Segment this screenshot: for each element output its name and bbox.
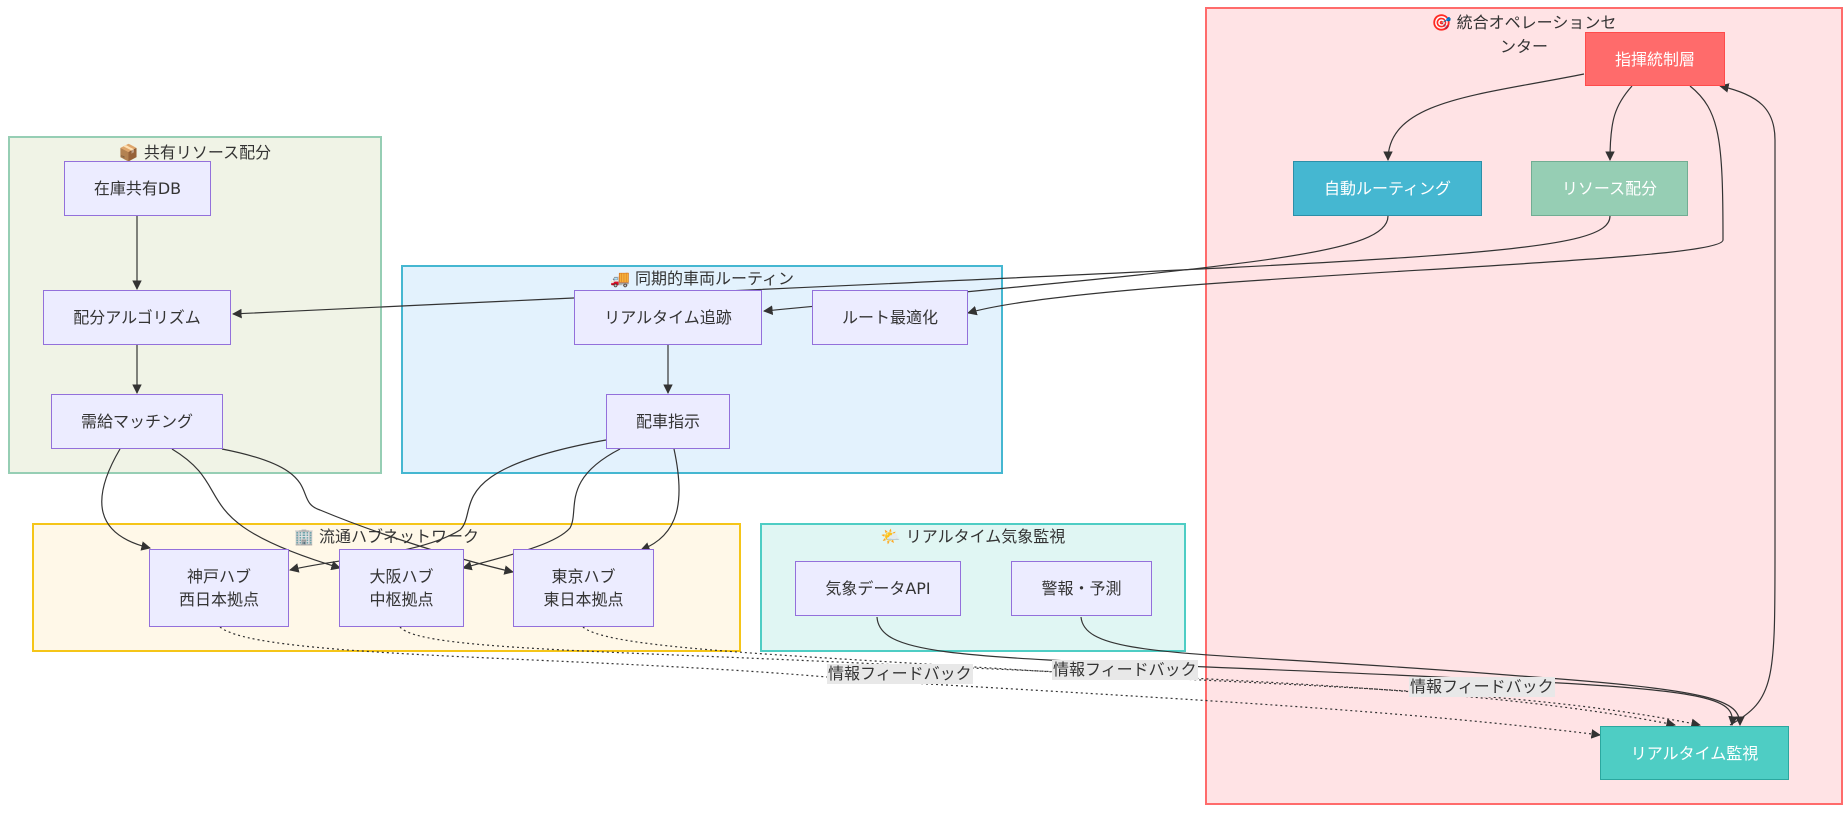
- cluster-title-line2: ンター: [1499, 37, 1548, 56]
- node-command-layer[interactable]: 指揮統制層: [1585, 32, 1725, 86]
- node-allocation-algorithm-label: 配分アルゴリズム: [73, 308, 201, 327]
- node-tokyo-line2: 東日本拠点: [543, 590, 624, 609]
- node-matching-label: 需給マッチング: [80, 412, 193, 431]
- edge-monitor-to-command: [1719, 83, 1776, 726]
- node-route-opt-label: ルート最適化: [841, 308, 938, 327]
- edge-label-feedback-3: 情報フィードバック: [1409, 677, 1555, 697]
- node-command-label: 指揮統制層: [1614, 49, 1695, 69]
- node-weather-api[interactable]: 気象データAPI: [795, 561, 961, 616]
- edge-dispatch-to-tokyo: [640, 448, 680, 552]
- node-inventory-db[interactable]: 在庫共有DB: [64, 161, 211, 216]
- node-dispatch-label: 配車指示: [635, 412, 700, 431]
- node-tokyo-hub[interactable]: 東京ハブ 東日本拠点: [513, 549, 654, 627]
- node-osaka-line1: 大阪ハブ: [369, 567, 434, 586]
- node-auto-routing[interactable]: 自動ルーティング: [1293, 161, 1482, 216]
- edge-command-to-resource-alloc: [1605, 85, 1633, 161]
- edge-label-feedback-2: 情報フィードバック: [1052, 660, 1198, 680]
- edge-command-to-auto-routing: [1383, 73, 1585, 161]
- edge-kobe-feedback: [219, 626, 1601, 739]
- node-supply-demand-matching[interactable]: 需給マッチング: [51, 394, 223, 449]
- edge-dispatch-to-osaka: [462, 448, 621, 571]
- node-kobe-line1: 神戸ハブ: [186, 567, 251, 586]
- node-alert-label: 警報・予測: [1041, 579, 1122, 598]
- node-dispatch-instruction[interactable]: 配車指示: [606, 394, 730, 449]
- cluster-title-operations: 🎯 統合オペレーションセ ンター: [1207, 11, 1841, 59]
- edge-osaka-feedback: [399, 626, 1676, 729]
- cluster-operations-center: 🎯 統合オペレーションセ ンター: [1205, 7, 1843, 805]
- node-resource-allocation-label: リソース配分: [1561, 179, 1658, 198]
- node-inventory-db-label: 在庫共有DB: [93, 179, 182, 198]
- node-tracking-label: リアルタイム追跡: [604, 308, 732, 327]
- cluster-title-resource: 📦 共有リソース配分: [118, 143, 272, 162]
- edge-alert-to-monitor: [1080, 616, 1745, 726]
- cluster-title-weather: 🌤️ リアルタイム気象監視: [880, 527, 1066, 546]
- node-osaka-hub[interactable]: 大阪ハブ 中枢拠点: [339, 549, 464, 627]
- node-tokyo-line1: 東京ハブ: [551, 567, 616, 586]
- node-auto-routing-label: 自動ルーティング: [1323, 179, 1452, 198]
- node-alert-forecast[interactable]: 警報・予測: [1011, 561, 1152, 616]
- edge-command-to-route-opt: [967, 85, 1724, 316]
- node-resource-allocation[interactable]: リソース配分: [1531, 161, 1688, 216]
- node-realtime-monitor[interactable]: リアルタイム監視: [1600, 726, 1789, 780]
- node-realtime-tracking[interactable]: リアルタイム追跡: [574, 290, 762, 345]
- cluster-title-hub: 🏢 流通ハブネットワーク: [293, 527, 479, 546]
- edge-weather-api-to-monitor: [876, 616, 1738, 726]
- node-realtime-monitor-label: リアルタイム監視: [1630, 743, 1759, 763]
- node-route-optimization[interactable]: ルート最適化: [812, 290, 968, 345]
- edge-label-feedback-1: 情報フィードバック: [827, 664, 973, 684]
- cluster-title-line1: 🎯 統合オペレーションセ: [1431, 13, 1617, 32]
- cluster-title-routing: 🚚 同期的車両ルーティン: [609, 269, 795, 288]
- node-weather-api-label: 気象データAPI: [825, 579, 931, 598]
- edge-matching-to-kobe: [101, 448, 151, 551]
- node-osaka-line2: 中枢拠点: [369, 590, 434, 609]
- node-kobe-line2: 西日本拠点: [178, 590, 259, 609]
- node-allocation-algorithm[interactable]: 配分アルゴリズム: [43, 290, 231, 345]
- node-kobe-hub[interactable]: 神戸ハブ 西日本拠点: [149, 549, 289, 627]
